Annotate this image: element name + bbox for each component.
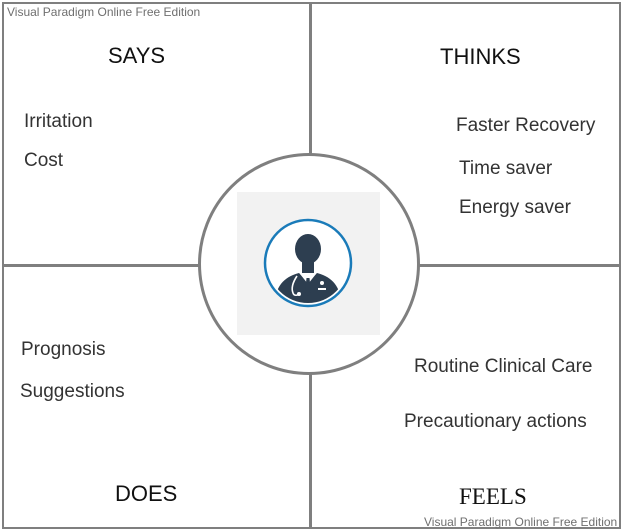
horizontal-divider-right [418,264,621,267]
doctor-head-shape [295,234,321,264]
stethoscope-chestpiece [297,292,301,296]
thinks-item-energy-saver: Energy saver [459,197,571,218]
watermark-top: Visual Paradigm Online Free Edition [7,5,201,19]
does-item-suggestions: Suggestions [20,381,125,402]
horizontal-divider-left [2,264,200,267]
feels-item-precautionary-actions: Precautionary actions [404,411,587,432]
watermark-bottom: Visual Paradigm Online Free Edition [424,515,618,529]
thinks-item-faster-recovery: Faster Recovery [456,115,596,136]
doctor-tie-shape [305,278,311,296]
vertical-divider-lower [309,373,312,529]
doctor-avatar-icon [263,218,353,308]
feels-title: FEELS [459,484,527,509]
says-item-irritation: Irritation [24,111,93,132]
pocket-badge-shape [318,288,326,290]
says-title: SAYS [108,43,166,68]
thinks-item-time-saver: Time saver [459,158,553,179]
pocket-pin-shape [320,281,324,285]
persona-avatar-tile [237,192,380,335]
says-item-cost: Cost [24,150,64,171]
does-item-prognosis: Prognosis [21,339,106,360]
doctor-neck-shape [302,262,314,273]
thinks-title: THINKS [440,44,521,69]
center-persona-circle [198,153,420,375]
vertical-divider-upper [309,2,312,155]
feels-item-routine-clinical-care: Routine Clinical Care [414,356,593,377]
does-title: DOES [115,481,178,506]
